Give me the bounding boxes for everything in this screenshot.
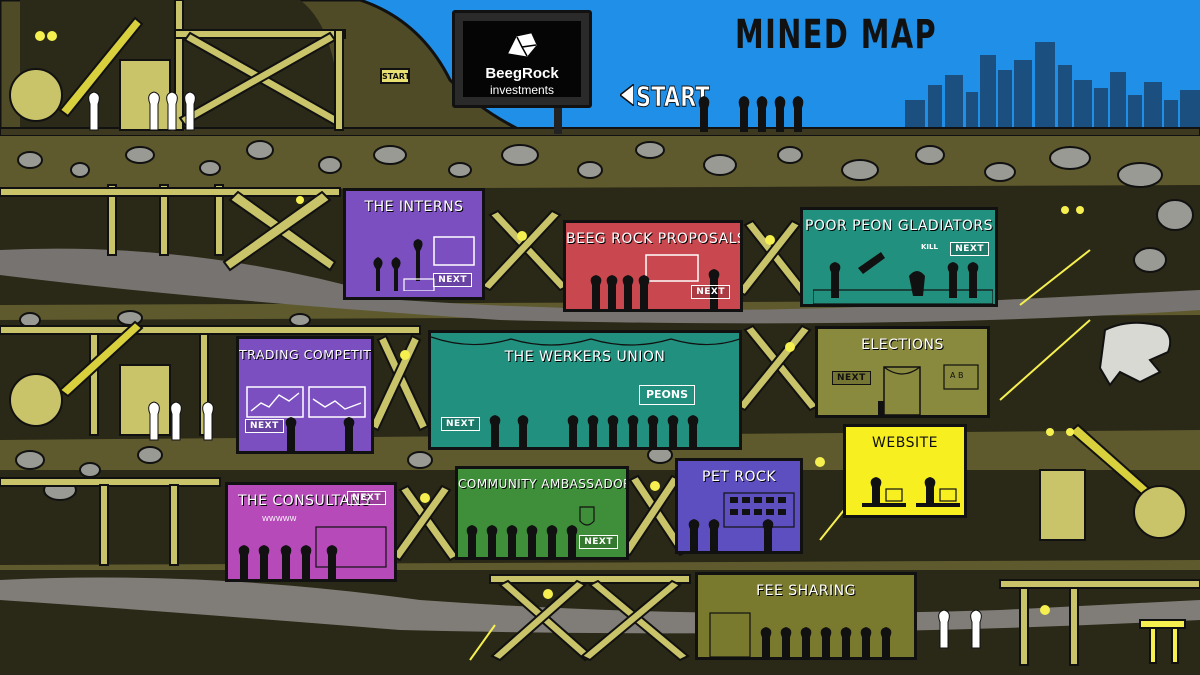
ballot-text: A B	[950, 371, 964, 380]
interns-scene-icon	[373, 236, 475, 291]
room-title: THE INTERNS	[364, 199, 464, 215]
room-the-werkers-union[interactable]: THE WERKERS UNION PEONS NEXT	[428, 330, 742, 450]
dino-fossil	[1098, 321, 1172, 387]
white-miners-bottom	[938, 609, 982, 649]
room-title: WEBSITE	[872, 435, 938, 451]
consultants-board-text: WWWWW	[262, 515, 297, 523]
room-title: ELECTIONS	[861, 337, 944, 353]
next-sign[interactable]: NEXT	[832, 371, 871, 385]
billboard-brand: BeegRock	[485, 65, 559, 82]
room-title: THE CONSULTANS	[238, 493, 371, 509]
website-desks-icon	[862, 477, 960, 507]
room-community-ambassadors[interactable]: COMMUNITY AMBASSADORS NEXT	[455, 466, 629, 560]
map-title: MINED MAP	[735, 12, 938, 58]
room-fee-sharing[interactable]: FEE SHARING	[695, 572, 917, 660]
white-miners-surface	[88, 91, 196, 131]
room-title: TRADING COMPETITION	[239, 347, 372, 362]
next-sign[interactable]: NEXT	[347, 491, 386, 505]
billboard-post	[554, 108, 562, 134]
room-title: FEE SHARING	[756, 583, 856, 599]
room-the-consultans[interactable]: THE CONSULTANS WWWWW NEXT	[225, 482, 397, 582]
room-trading-competition[interactable]: TRADING COMPETITION NEXT	[236, 336, 374, 454]
next-sign[interactable]: NEXT	[441, 417, 480, 431]
start-arrow-icon	[620, 84, 634, 106]
room-poor-peon-gladiators[interactable]: POOR PEON GLADIATORS KILL NEXT	[800, 207, 998, 307]
black-miners-surface	[698, 96, 804, 132]
rocks	[15, 140, 1194, 501]
werkers-crowd-icon	[489, 415, 699, 447]
crane-structures	[9, 16, 1187, 541]
next-sign[interactable]: NEXT	[950, 242, 989, 256]
next-sign[interactable]: NEXT	[579, 535, 618, 549]
start-label[interactable]: START	[636, 80, 710, 114]
kill-text: KILL	[921, 243, 938, 251]
billboard-screen: BeegRock investments	[463, 21, 581, 97]
barricade	[1139, 619, 1186, 664]
billboard-subtitle: investments	[489, 83, 555, 97]
room-title: PET ROCK	[702, 469, 776, 485]
room-title: COMMUNITY AMBASSADORS	[458, 477, 629, 491]
pet-rock-shelves-icon	[688, 492, 795, 551]
start-sign[interactable]: START	[380, 68, 410, 84]
ambassadors-crowd-icon	[466, 506, 595, 557]
beegrock-billboard[interactable]: BeegRock investments	[452, 10, 592, 108]
peons-sign: PEONS	[639, 385, 695, 405]
room-beeg-rock-proposals[interactable]: BEEG ROCK PROPOSALS NEXT	[563, 220, 743, 312]
city-skyline	[905, 42, 1200, 135]
next-sign[interactable]: NEXT	[691, 285, 730, 299]
next-sign[interactable]: NEXT	[433, 273, 472, 287]
white-miners-level2	[148, 401, 214, 441]
voting-booth-icon	[878, 364, 979, 415]
next-sign[interactable]: NEXT	[245, 419, 284, 433]
room-title: POOR PEON GLADIATORS	[804, 218, 994, 234]
rock-logo-icon	[508, 33, 537, 57]
gladiators-scene-icon	[813, 252, 993, 304]
trading-charts-icon	[246, 386, 366, 451]
room-title: BEEG ROCK PROPOSALS	[566, 231, 743, 247]
string-lights-icon	[431, 336, 739, 346]
consultants-crowd-icon	[238, 526, 387, 579]
room-elections[interactable]: ELECTIONS A B NEXT	[815, 326, 990, 418]
room-title: THE WERKERS UNION	[504, 349, 666, 365]
fee-sharing-crowd-icon	[709, 612, 892, 657]
room-pet-rock[interactable]: PET ROCK	[675, 458, 803, 554]
room-the-interns[interactable]: THE INTERNS NEXT	[343, 188, 485, 300]
proposals-scene-icon	[590, 254, 720, 309]
lamps	[35, 31, 1084, 615]
room-website[interactable]: WEBSITE	[843, 424, 967, 518]
